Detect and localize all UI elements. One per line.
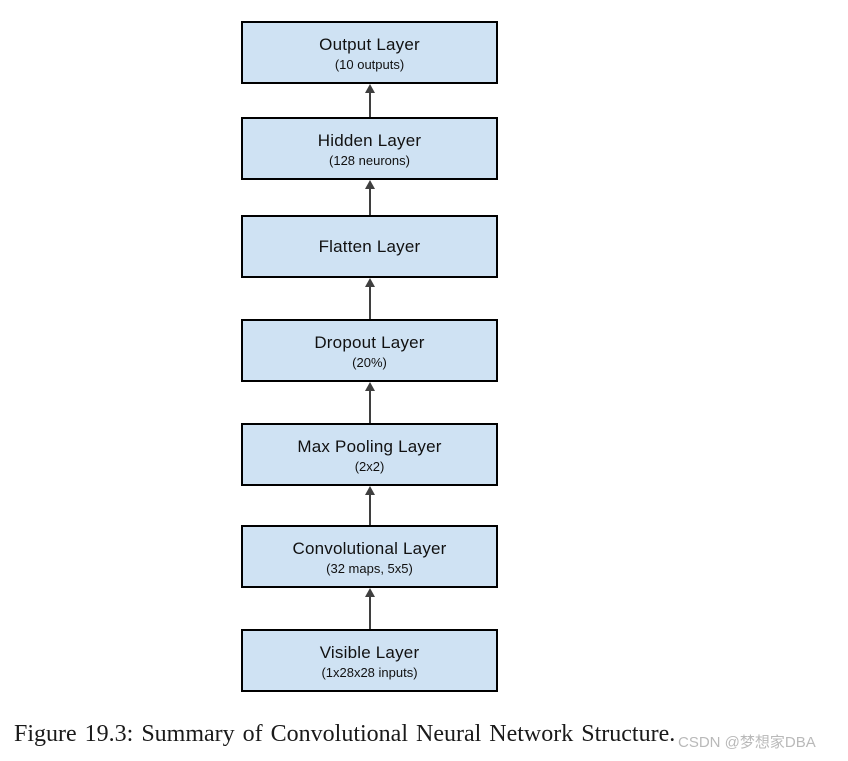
arrow-shaft: [368, 594, 371, 629]
arrow-up-icon: [364, 588, 375, 629]
arrow-up-icon: [364, 382, 375, 423]
layer-box-dropout: Dropout Layer (20%): [241, 319, 498, 382]
layer-box-flatten: Flatten Layer: [241, 215, 498, 278]
arrow-head-icon: [364, 382, 375, 391]
layer-title: Convolutional Layer: [292, 538, 447, 558]
arrow-head-icon: [364, 486, 375, 495]
layer-subtitle: (2x2): [354, 458, 385, 474]
arrow-shaft: [368, 284, 371, 319]
arrow-up-icon: [364, 180, 375, 215]
layer-title: Output Layer: [319, 34, 420, 54]
arrow-up-icon: [364, 278, 375, 319]
layer-box-visible: Visible Layer (1x28x28 inputs): [241, 629, 498, 692]
figure-caption: Figure 19.3: Summary of Convolutional Ne…: [14, 721, 676, 747]
csdn-watermark: CSDN @梦想家DBA: [678, 734, 816, 751]
layer-subtitle: (20%): [352, 354, 387, 370]
layer-box-output: Output Layer (10 outputs): [241, 21, 498, 84]
arrow-head-icon: [364, 588, 375, 597]
arrow-head-icon: [364, 84, 375, 93]
arrow-shaft: [368, 492, 371, 525]
arrow-shaft: [368, 90, 371, 117]
arrow-shaft: [368, 388, 371, 423]
arrow-up-icon: [364, 486, 375, 525]
layer-title: Dropout Layer: [314, 332, 425, 352]
arrow-head-icon: [364, 180, 375, 189]
layer-box-convolutional: Convolutional Layer (32 maps, 5x5): [241, 525, 498, 588]
arrow-up-icon: [364, 84, 375, 117]
layer-subtitle: (32 maps, 5x5): [326, 560, 413, 576]
layer-subtitle: (10 outputs): [334, 56, 405, 72]
layer-box-max-pooling: Max Pooling Layer (2x2): [241, 423, 498, 486]
layer-subtitle: (128 neurons): [329, 152, 410, 168]
layer-box-hidden: Hidden Layer (128 neurons): [241, 117, 498, 180]
arrow-head-icon: [364, 278, 375, 287]
layer-title: Hidden Layer: [317, 130, 422, 150]
layer-title: Visible Layer: [319, 642, 420, 662]
arrow-shaft: [368, 186, 371, 215]
layer-title: Flatten Layer: [318, 237, 421, 256]
layer-subtitle: (1x28x28 inputs): [321, 664, 418, 680]
layer-title: Max Pooling Layer: [297, 436, 442, 456]
